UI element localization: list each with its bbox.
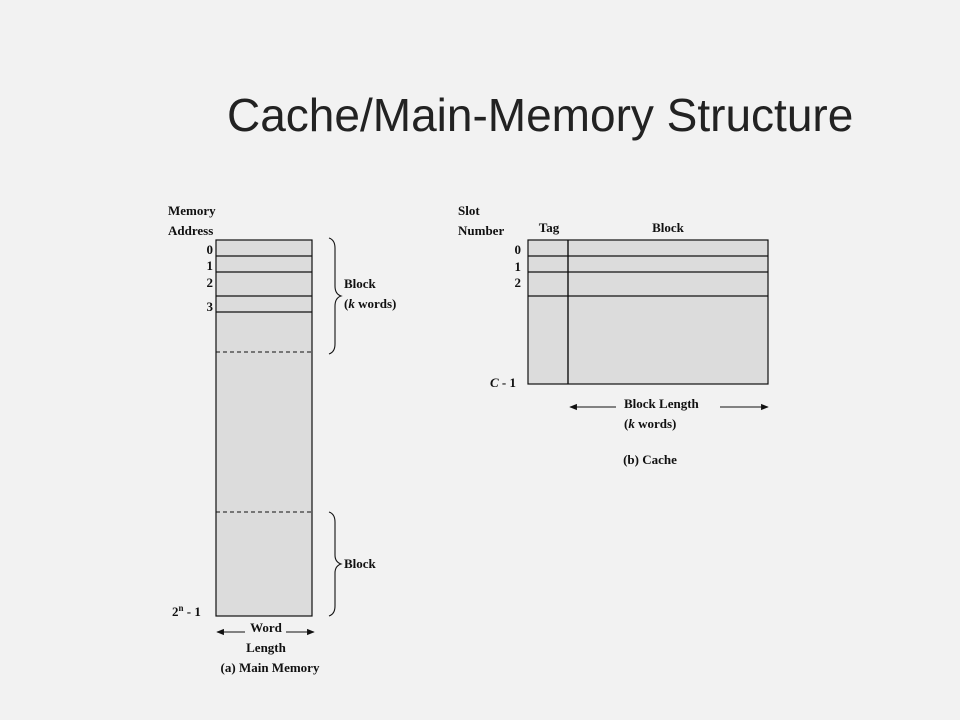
block-brace-top — [328, 237, 343, 355]
word-length-label-line1: Word — [250, 620, 283, 635]
cache-caption: (b) Cache — [623, 452, 677, 467]
block-brace-bottom — [328, 511, 343, 617]
slot-number-label-line2: Number — [458, 223, 504, 238]
memory-address-label-line1: Memory — [168, 203, 216, 218]
memory-address-last: 2n - 1 — [172, 603, 201, 619]
memory-address-label-line2: Address — [168, 223, 213, 238]
main-memory-column — [215, 239, 313, 617]
cache-diagram: Slot Number Tag Block 0 1 2 C - 1 Block … — [458, 203, 769, 467]
cache-block-header: Block — [652, 220, 685, 235]
cache-slot-2: 2 — [515, 275, 522, 290]
cache-table — [527, 239, 769, 385]
memory-address-1: 1 — [207, 258, 214, 273]
block-label-top-line1: Block — [344, 276, 377, 291]
memory-address-3: 3 — [207, 299, 214, 314]
block-label-bottom: Block — [344, 556, 377, 571]
block-length-label-line2: (k words) — [624, 416, 676, 431]
cache-slot-last: C - 1 — [490, 375, 516, 390]
block-length-label-line1: Block Length — [624, 396, 700, 411]
cache-slot-0: 0 — [515, 242, 522, 257]
cache-tag-header: Tag — [539, 220, 560, 235]
main-memory-caption: (a) Main Memory — [221, 660, 320, 675]
memory-address-0: 0 — [207, 242, 214, 257]
page-title: Cache/Main-Memory Structure — [227, 89, 854, 141]
memory-address-2: 2 — [207, 275, 214, 290]
block-label-top-line2: (k words) — [344, 296, 396, 311]
word-length-label-line2: Length — [246, 640, 287, 655]
cache-slot-1: 1 — [515, 259, 522, 274]
slot-number-label-line1: Slot — [458, 203, 480, 218]
main-memory-diagram: Memory Address 0 1 2 3 2n - 1 Block (k w… — [168, 203, 396, 675]
